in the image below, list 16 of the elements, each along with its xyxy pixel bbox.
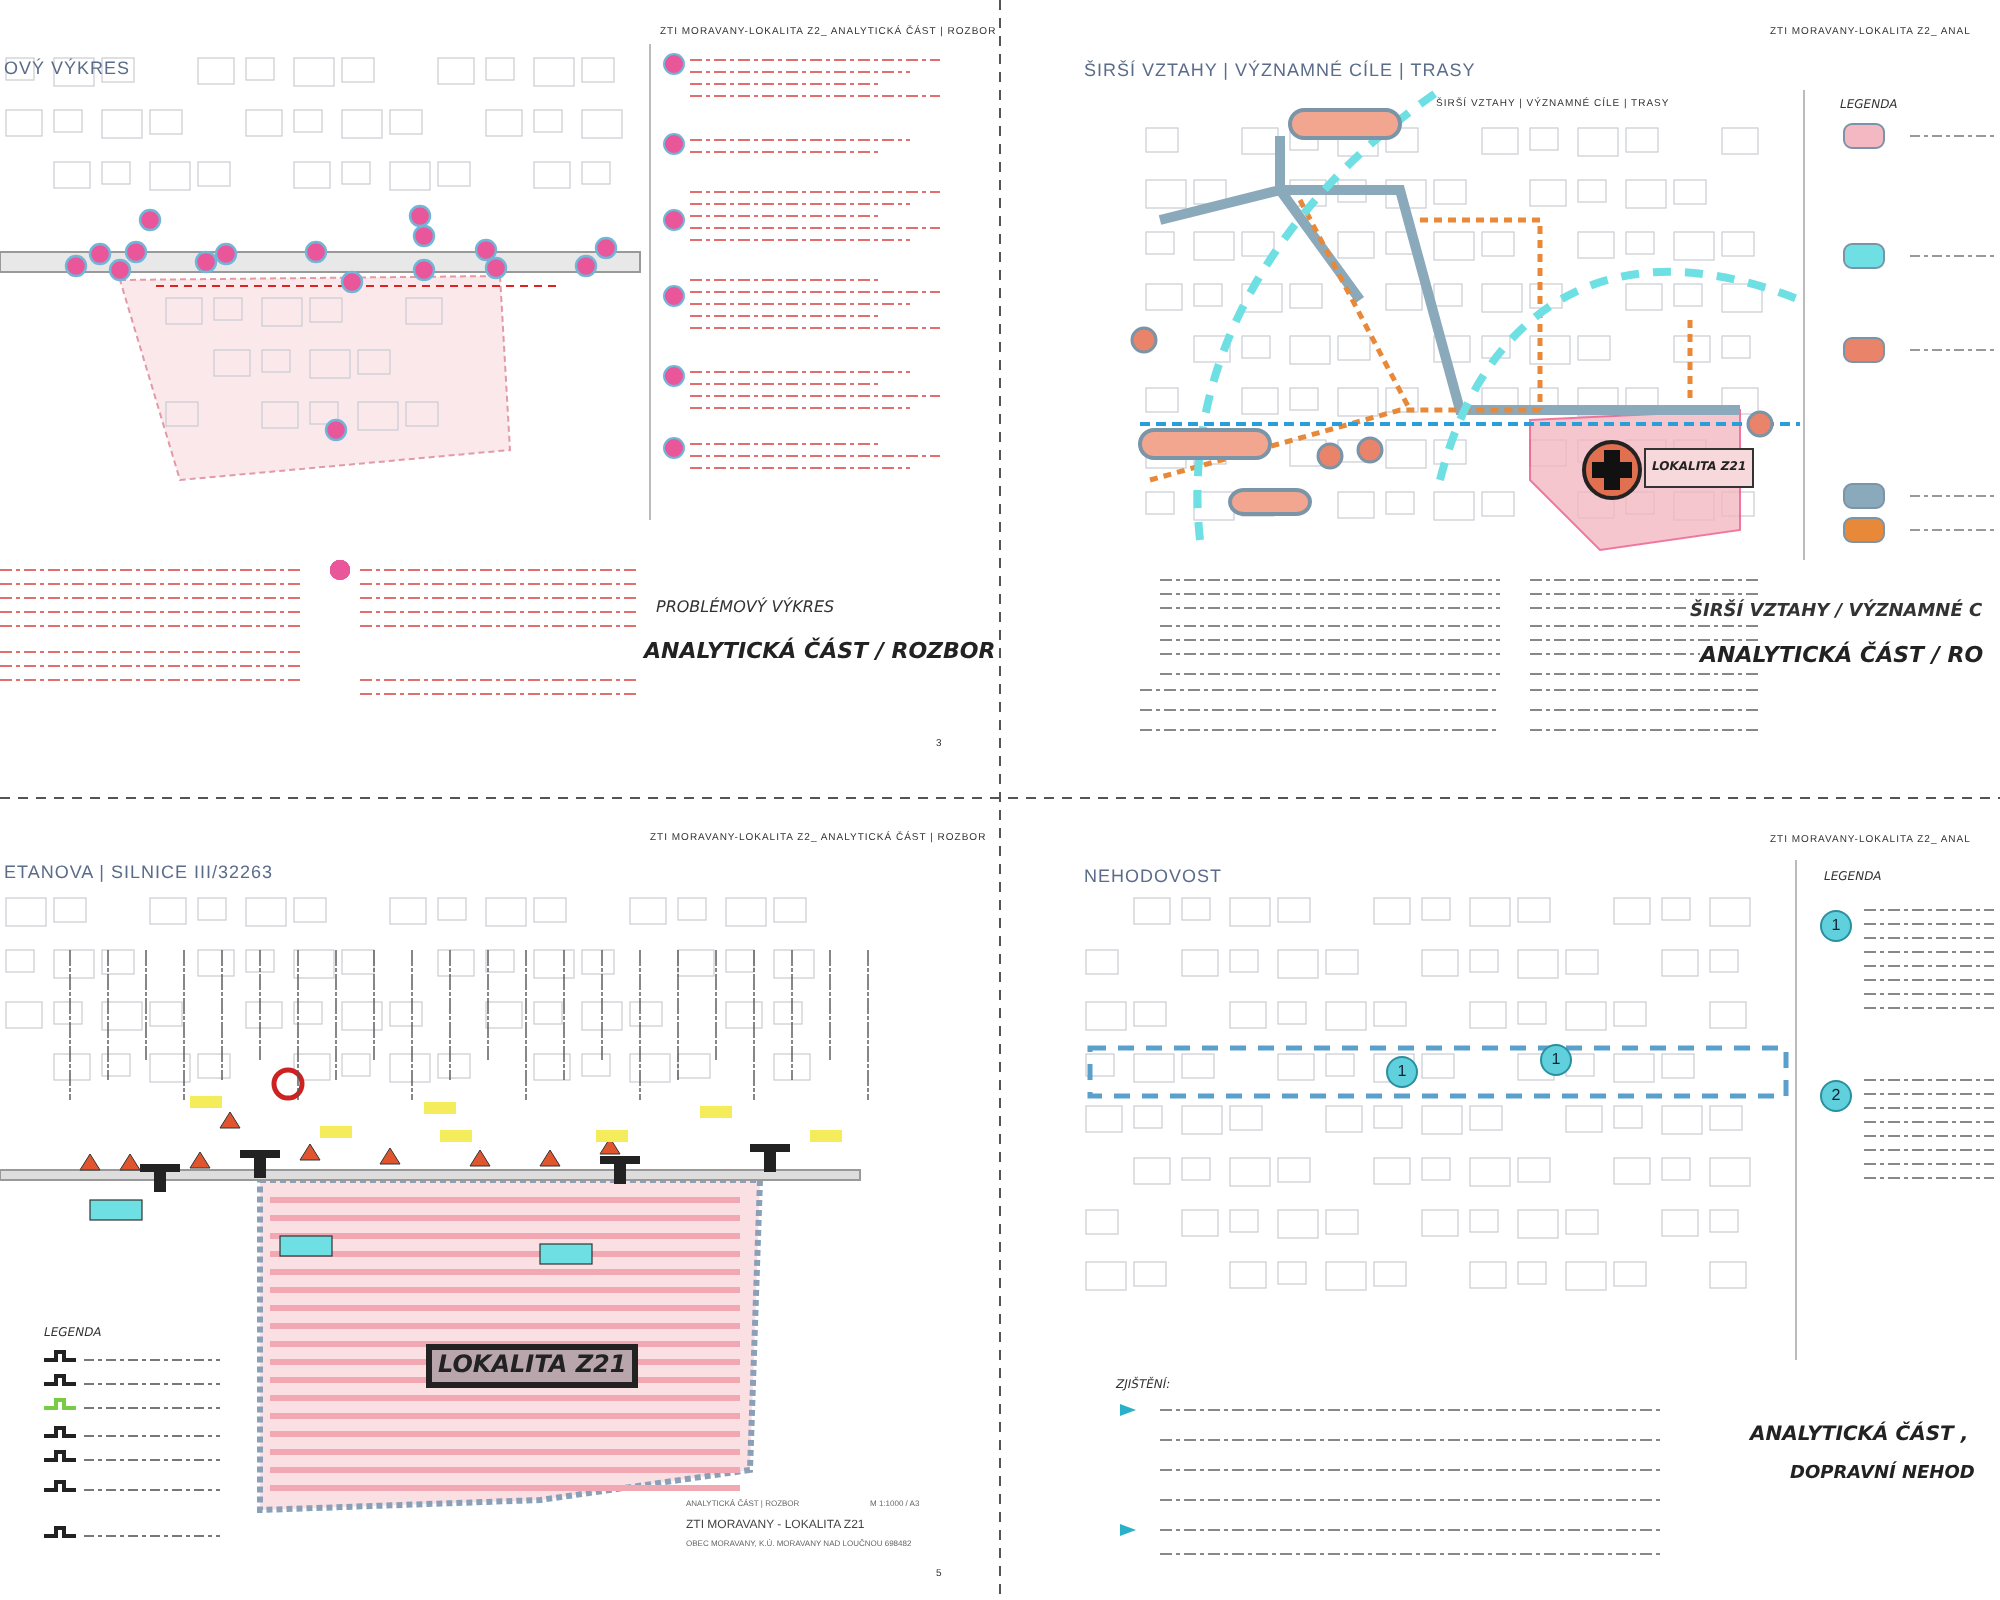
sheet-subtitle: ŠIRŠÍ VZTAHY / VÝZNAMNÉ C <box>1690 604 1983 624</box>
site-marker-box <box>1644 448 1755 488</box>
sheet-subtitle: ANALYTICKÁ ČÁST / RO <box>1700 644 1984 669</box>
callout-number: 2 <box>1820 1080 1852 1112</box>
sheet-title: ETANOVA | SILNICE III/32263 <box>4 864 274 884</box>
sheet-title: OVÝ VÝKRES <box>4 60 131 80</box>
callout-number: 1 <box>1820 910 1852 942</box>
site-label: LOKALITA Z21 <box>438 1352 627 1380</box>
drawing-title: PROBLÉMOVÝ VÝKRES <box>656 600 835 618</box>
sheet-subtitle: ANALYTICKÁ ČÁST / ROZBOR <box>644 640 996 665</box>
sheet-title: ŠIRŠÍ VZTAHY | VÝZNAMNÉ CÍLE | TRASY <box>1084 62 1476 82</box>
site-name-box <box>426 1344 639 1388</box>
sheet-title: NEHODOVOST <box>1084 868 1223 888</box>
sheet-subtitle: ANALYTICKÁ ČÁST , <box>1750 1424 1969 1446</box>
callout-number: 1 <box>1540 1044 1572 1076</box>
callout-number: 1 <box>1386 1056 1418 1088</box>
